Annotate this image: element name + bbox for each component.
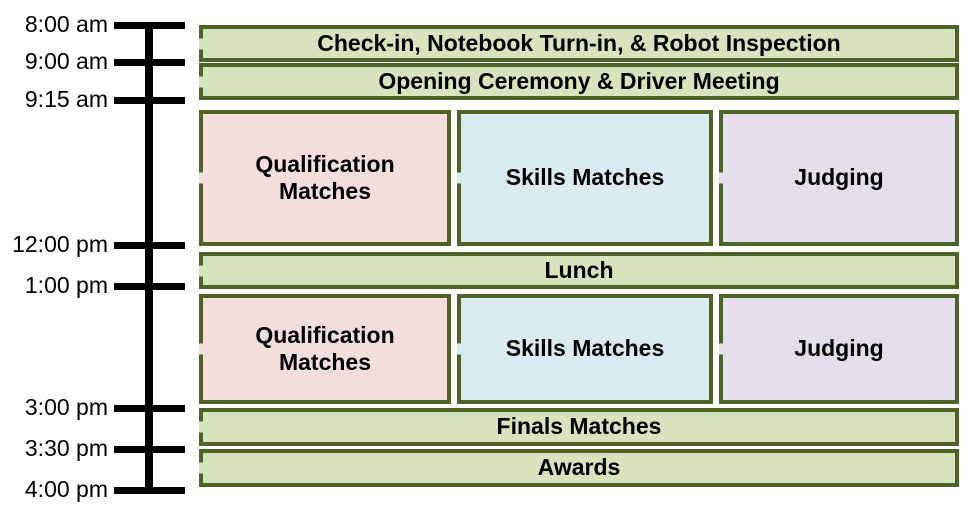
axis-tick: [114, 242, 185, 249]
time-label: 9:15 am: [24, 86, 108, 112]
event-label: Skills Matches: [505, 335, 665, 362]
event-track-box: Judging: [719, 294, 959, 404]
event-label: Judging: [794, 164, 884, 191]
time-label: 8:00 am: [24, 11, 108, 37]
event-track-box: Judging: [719, 110, 959, 246]
event-bar: Opening Ceremony & Driver Meeting: [199, 63, 959, 100]
event-bar: Finals Matches: [199, 408, 959, 446]
time-label: 9:00 am: [24, 48, 108, 74]
block-edge-notch: [199, 38, 203, 49]
event-track-box: Qualification Matches: [199, 110, 451, 246]
time-label: 4:00 pm: [24, 476, 108, 502]
axis-tick: [114, 446, 185, 453]
event-label: Qualification Matches: [255, 321, 395, 375]
block-edge-notch: [199, 343, 203, 355]
block-edge-notch: [457, 172, 461, 184]
time-label: 3:00 pm: [24, 394, 108, 420]
event-label: Lunch: [544, 256, 614, 283]
block-edge-notch: [199, 462, 203, 474]
block-edge-notch: [719, 172, 723, 184]
event-label: Check-in, Notebook Turn-in, & Robot Insp…: [317, 29, 841, 56]
block-edge-notch: [199, 265, 203, 276]
time-label: 3:30 pm: [24, 435, 108, 461]
event-bar: Check-in, Notebook Turn-in, & Robot Insp…: [199, 25, 959, 62]
event-bar: Awards: [199, 449, 959, 487]
event-label: Opening Ceremony & Driver Meeting: [378, 67, 780, 94]
event-label: Awards: [537, 454, 621, 481]
time-label: 12:00 pm: [12, 231, 108, 257]
axis-spine: [145, 25, 153, 494]
axis-tick: [114, 59, 185, 66]
event-bar: Lunch: [199, 252, 959, 289]
block-edge-notch: [199, 76, 203, 87]
block-edge-notch: [199, 421, 203, 433]
event-track-box: Qualification Matches: [199, 294, 451, 404]
axis-tick: [114, 487, 185, 494]
axis-tick: [114, 97, 185, 104]
event-label: Qualification Matches: [255, 150, 395, 204]
block-edge-notch: [199, 172, 203, 184]
time-label: 1:00 pm: [24, 272, 108, 298]
block-edge-notch: [719, 343, 723, 355]
event-label: Judging: [794, 335, 884, 362]
axis-tick: [114, 22, 185, 29]
block-edge-notch: [457, 343, 461, 355]
event-track-box: Skills Matches: [457, 294, 713, 404]
event-track-box: Skills Matches: [457, 110, 713, 246]
event-label: Finals Matches: [496, 413, 662, 440]
axis-tick: [114, 283, 185, 290]
axis-tick: [114, 405, 185, 412]
event-label: Skills Matches: [505, 164, 665, 191]
